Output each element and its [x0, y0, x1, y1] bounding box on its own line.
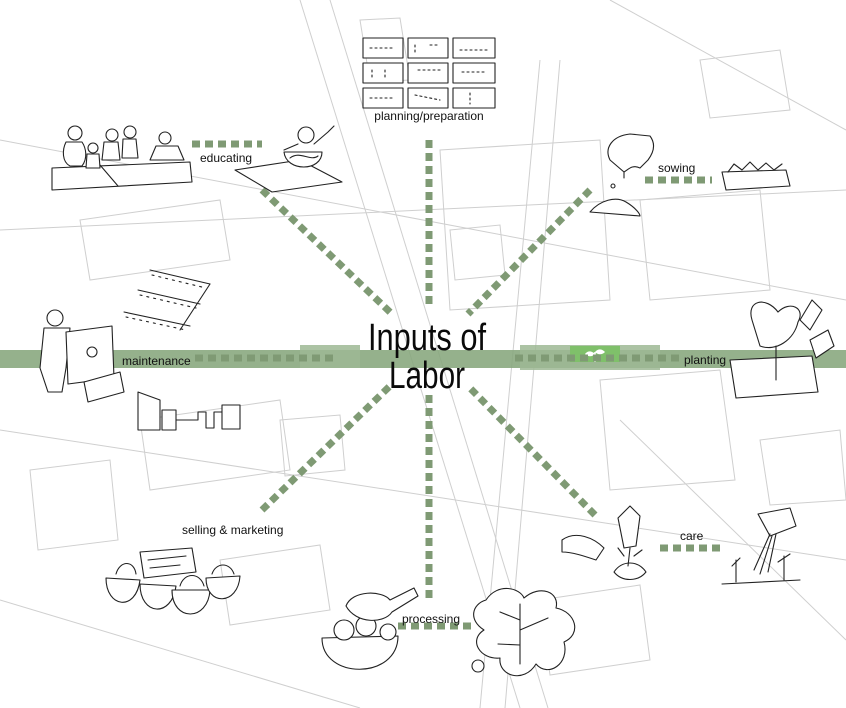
- label-maintenance: maintenance: [122, 354, 191, 368]
- hand-sowing-seed-icon: [590, 134, 654, 216]
- label-educating: educating: [200, 151, 252, 165]
- harvested-plant-icon: [472, 588, 575, 675]
- irrigation-lines-icon: [124, 270, 210, 330]
- label-planning: planning/preparation: [374, 109, 483, 123]
- spoke-sowing: [468, 190, 590, 314]
- water-system-icon: [138, 392, 240, 430]
- worker-with-compost-bin-icon: [40, 310, 124, 402]
- title-line-1: Inputs of: [368, 317, 486, 359]
- label-care: care: [680, 529, 704, 543]
- spoke-selling: [262, 384, 392, 510]
- market-baskets-icon: [106, 548, 240, 614]
- calendar-grid-icon: [363, 38, 495, 108]
- label-sowing: sowing: [658, 161, 695, 175]
- hand-weeding-icon: [562, 506, 646, 580]
- spoke-educating: [262, 190, 392, 314]
- title-line-2: Labor: [389, 355, 465, 397]
- planting-seedling-icon: [730, 300, 834, 398]
- seed-tray-icon: [722, 162, 790, 190]
- label-planting: planting: [684, 353, 726, 367]
- spoke-care: [468, 386, 595, 515]
- label-processing: processing: [402, 612, 460, 626]
- watering-can-icon: [722, 508, 800, 584]
- children-group-icon: [52, 126, 192, 190]
- label-selling: selling & marketing: [182, 523, 283, 537]
